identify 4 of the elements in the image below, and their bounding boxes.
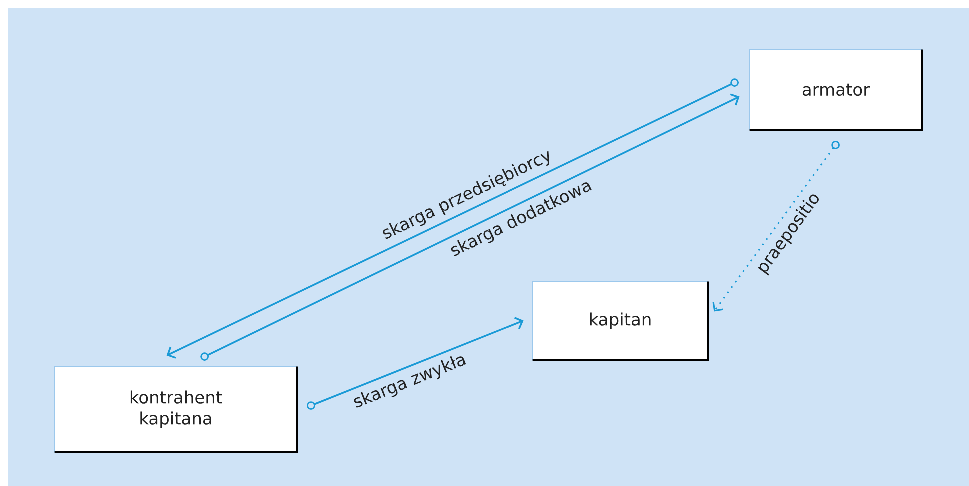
edge-label: skarga zwykła xyxy=(354,356,466,408)
process-box: kontrahent kapitana xyxy=(54,366,298,454)
process-box: armator xyxy=(749,49,924,132)
process-box: kapitan xyxy=(532,281,710,362)
